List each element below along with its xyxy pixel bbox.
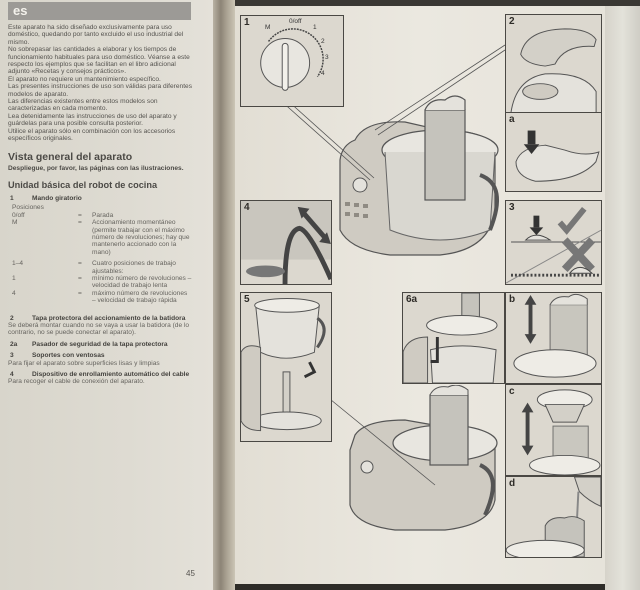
position-key: 1–4 bbox=[12, 260, 24, 268]
item-number: 2 bbox=[10, 314, 14, 322]
position-eq: = bbox=[78, 274, 82, 282]
position-row: 1–4 = Cuatro posiciones de trabajo ajust… bbox=[8, 260, 193, 275]
dial-label-1: 1 bbox=[313, 24, 317, 31]
item-title: Tapa protectora del accionamiento de la … bbox=[32, 314, 186, 322]
left-page-text: Este aparato ha sido diseñado exclusivam… bbox=[8, 24, 193, 386]
food-processor-illustration-top bbox=[339, 95, 499, 256]
panel-label: 5 bbox=[244, 294, 250, 305]
position-key: 0/off bbox=[12, 211, 25, 219]
panel-label: 1 bbox=[244, 17, 250, 28]
intro-paragraph: El aparato no requiere un mantenimiento … bbox=[8, 75, 161, 83]
position-key: 1 bbox=[12, 274, 16, 282]
position-row: 0/off = Parada bbox=[8, 212, 193, 219]
panel-5-bowl-assembly: 5 bbox=[240, 292, 332, 442]
panel-label: 6a bbox=[406, 294, 418, 305]
subsection-title: Unidad básica del robot de cocina bbox=[8, 179, 158, 190]
position-key: 4 bbox=[12, 289, 16, 297]
position-eq: = bbox=[78, 289, 82, 297]
intro-paragraph: No sobrepasar las cantidades a elaborar … bbox=[8, 46, 190, 76]
position-eq: = bbox=[78, 211, 82, 219]
position-value: Parada bbox=[92, 211, 114, 219]
dial-label-m: M bbox=[265, 24, 271, 31]
position-value: máximo número de revoluciones – velocida… bbox=[92, 289, 188, 305]
position-row: 4 = máximo número de revoluciones – velo… bbox=[8, 290, 193, 305]
item-number: 1 bbox=[10, 194, 14, 202]
item-description: Para recoger el cable de conexión del ap… bbox=[8, 378, 145, 386]
panel-label: 2 bbox=[509, 16, 515, 27]
item-2: 2 Tapa protectora del accionamiento de l… bbox=[8, 315, 193, 322]
panel-6a-lid: 6a bbox=[402, 292, 505, 384]
left-page: es Este aparato ha sido diseñado exclusi… bbox=[0, 0, 213, 590]
page-edge bbox=[605, 0, 640, 590]
item-title: Dispositivo de enrollamiento automático … bbox=[32, 371, 190, 379]
bottom-shadow bbox=[235, 584, 605, 590]
panel-b-feed-tube: b bbox=[505, 292, 602, 384]
panel-1-rotary-knob: 1 M 0/off 1 2 3 4 bbox=[240, 15, 344, 107]
dial-label-4: 4 bbox=[321, 70, 325, 77]
intro-paragraph: Este aparato ha sido diseñado exclusivam… bbox=[8, 24, 184, 46]
positions-label: Posiciones bbox=[12, 204, 44, 212]
dial-label-off: 0/off bbox=[289, 18, 302, 25]
panel-2-cover: 2 bbox=[505, 14, 602, 124]
panel-d-pouring: d bbox=[505, 476, 602, 558]
item-description: Se deberá montar cuando no se vaya a usa… bbox=[8, 322, 190, 337]
position-key: M bbox=[12, 219, 18, 227]
item-description: Para fijar el aparato sobre superficies … bbox=[8, 359, 160, 367]
item-number: 3 bbox=[10, 352, 14, 360]
panel-4-cable-winder: 4 bbox=[240, 200, 332, 285]
panel-label: 3 bbox=[509, 202, 515, 213]
intro-paragraph: Las diferencias existentes entre estos m… bbox=[8, 98, 158, 113]
book-gutter bbox=[213, 0, 235, 590]
item-1: 1 Mando giratorio bbox=[8, 195, 193, 202]
dial-label-3: 3 bbox=[325, 54, 329, 61]
panel-c-funnel: c bbox=[505, 384, 602, 476]
item-2a: 2a Pasador de seguridad de la tapa prote… bbox=[8, 341, 193, 348]
panel-label: b bbox=[509, 294, 516, 305]
top-shadow bbox=[235, 0, 640, 6]
position-eq: = bbox=[78, 219, 82, 227]
item-number: 4 bbox=[10, 371, 14, 379]
page-number: 45 bbox=[186, 569, 195, 578]
item-title: Pasador de seguridad de la tapa protecto… bbox=[32, 340, 168, 348]
item-title: Mando giratorio bbox=[32, 194, 82, 202]
intro-paragraph: Utilice el aparato sólo en combinación c… bbox=[8, 127, 176, 143]
panel-label: d bbox=[509, 478, 516, 489]
position-value: mínimo número de revoluciones – velocida… bbox=[92, 274, 192, 290]
leader-lines bbox=[279, 44, 506, 486]
panel-label: a bbox=[509, 114, 515, 125]
panel-label: c bbox=[509, 386, 515, 397]
position-row: M = Accionamiento momentáneo (permite tr… bbox=[8, 219, 193, 256]
position-value: Accionamiento momentáneo (permite trabaj… bbox=[92, 219, 190, 256]
panel-a-safety-pin: a bbox=[505, 112, 602, 192]
intro-paragraph: Lea detenidamente las instrucciones de u… bbox=[8, 112, 177, 128]
intro-paragraph: Las presentes instrucciones de uso son v… bbox=[8, 83, 193, 98]
position-value: Cuatro posiciones de trabajo ajustables: bbox=[92, 260, 176, 275]
item-3: 3 Soportes con ventosas bbox=[8, 352, 193, 359]
dial-label-2: 2 bbox=[321, 38, 325, 45]
item-number: 2a bbox=[10, 340, 18, 348]
position-eq: = bbox=[78, 260, 82, 268]
section-title: Vista general del aparato bbox=[8, 150, 133, 163]
panel-label: 4 bbox=[244, 202, 250, 213]
language-header: es bbox=[8, 2, 191, 20]
position-row: 1 = mínimo número de revoluciones – velo… bbox=[8, 275, 193, 290]
item-4: 4 Dispositivo de enrollamiento automátic… bbox=[8, 371, 193, 378]
panel-3-suction-feet: 3 bbox=[505, 200, 602, 285]
item-title: Soportes con ventosas bbox=[32, 352, 105, 360]
section-subtitle: Despliegue, por favor, las páginas con l… bbox=[8, 164, 184, 172]
